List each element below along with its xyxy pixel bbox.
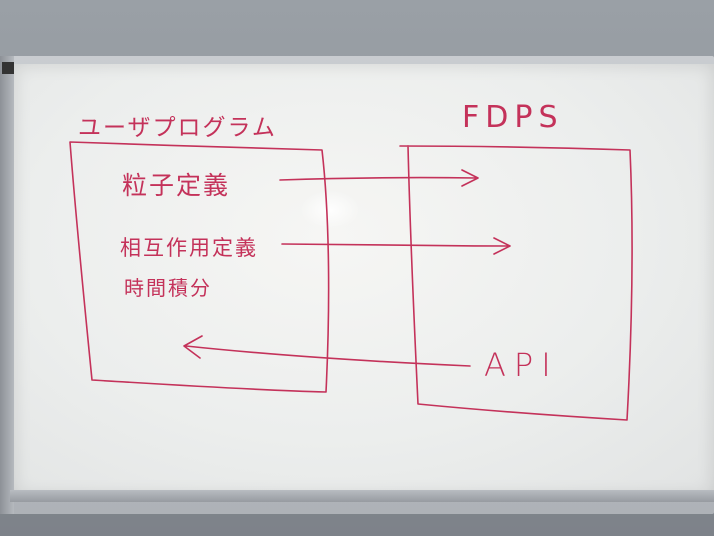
whiteboard-left-edge [0,56,14,514]
api-label: API [484,346,559,384]
arrow-particle-def [279,169,479,187]
user-program-box [69,141,330,393]
user-program-title: ユーザプログラム [78,115,277,141]
fdps-title: FDPS [462,100,564,135]
time-integration-label: 時間積分 [124,276,212,300]
fdps-box [399,145,633,421]
arrow-interaction-def [281,237,511,255]
interaction-definition-label: 相互作用定義 [120,236,258,260]
whiteboard-surface [14,64,714,496]
marker-tray [10,490,714,502]
light-glare [300,190,360,230]
frame-label-tag [2,62,14,74]
arrow-api [183,335,471,367]
particle-definition-label: 粒子定義 [122,171,231,200]
